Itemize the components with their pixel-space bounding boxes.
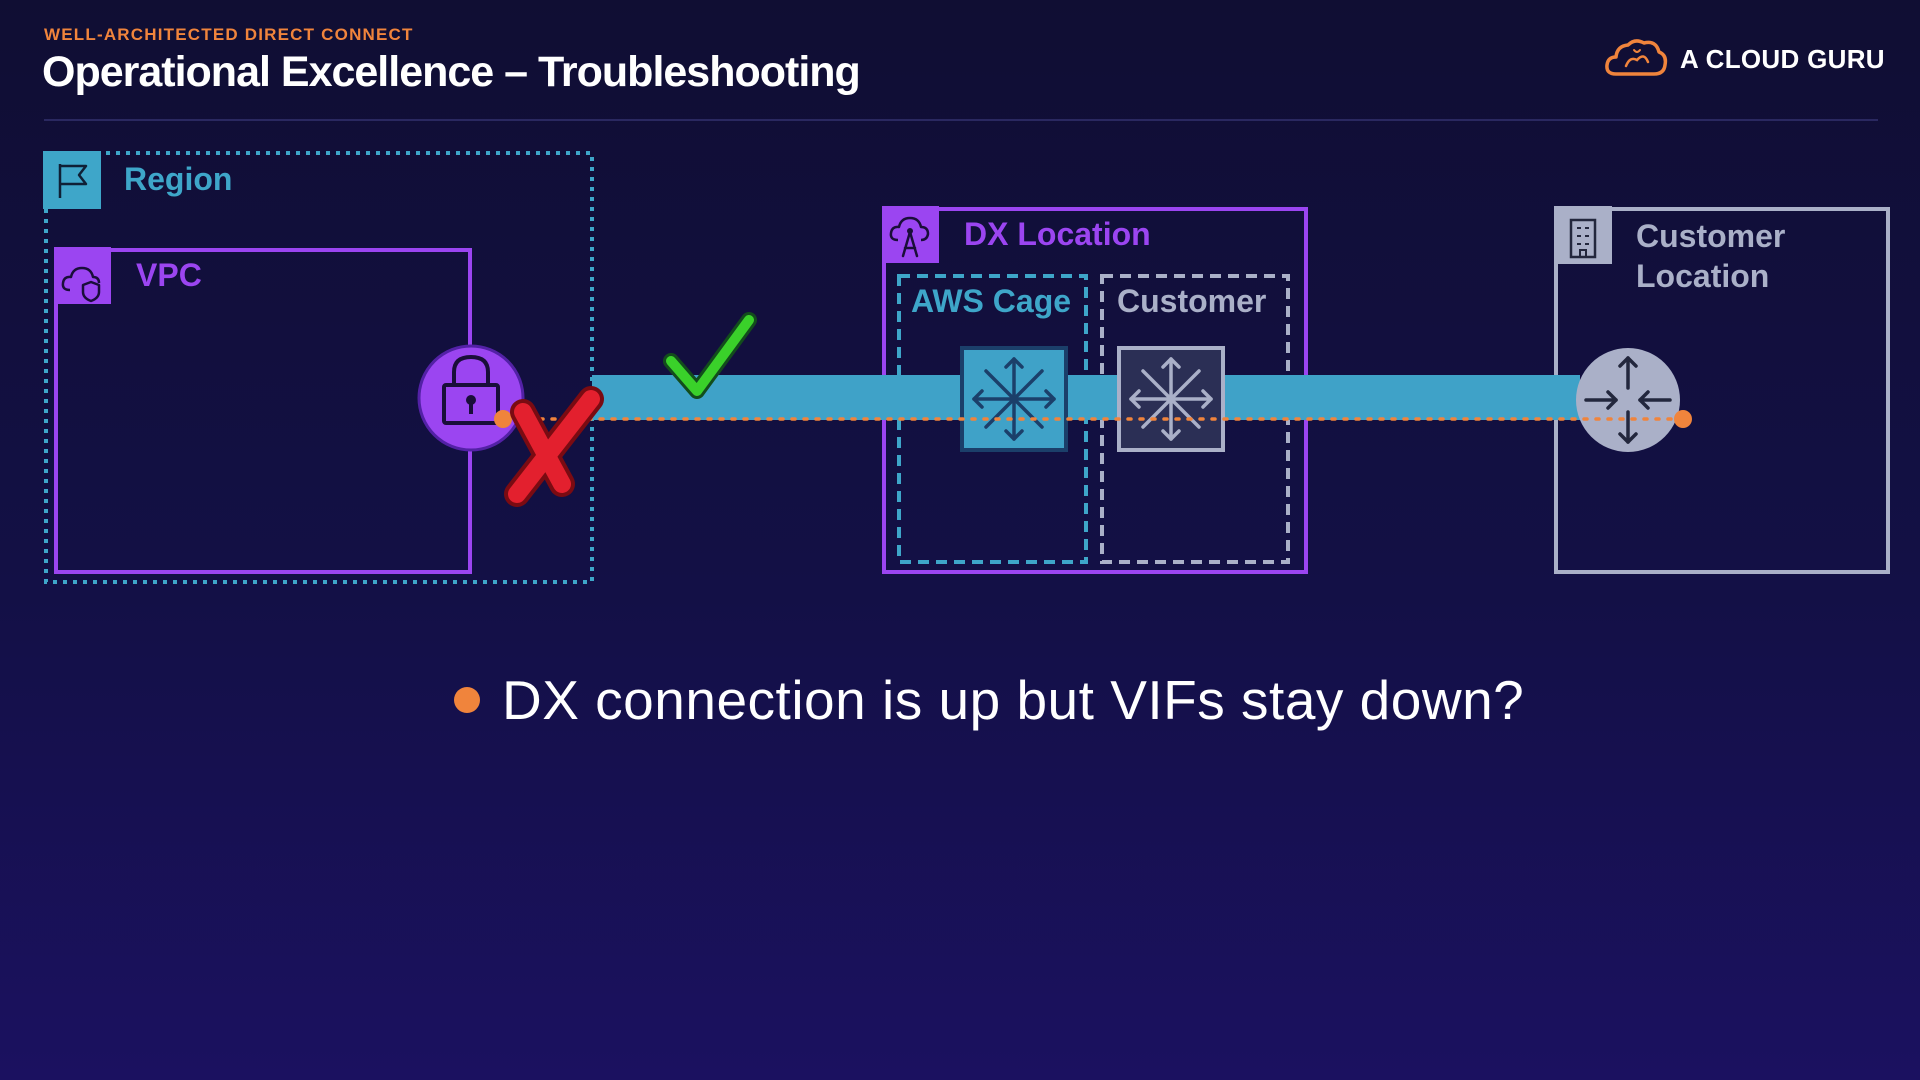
header-divider — [44, 119, 1878, 121]
cross-mark-icon — [504, 386, 604, 507]
slide-title: Operational Excellence – Troubleshooting — [42, 48, 861, 96]
eyebrow-label: WELL-ARCHITECTED DIRECT CONNECT — [44, 25, 414, 44]
bullet-text: DX connection is up but VIFs stay down? — [502, 669, 1525, 731]
cloud-logo-icon — [1605, 39, 1668, 76]
customer-dx-router-icon — [1117, 346, 1225, 452]
dx-physical-link — [592, 375, 1580, 420]
region-boundary — [44, 151, 594, 584]
vpc-label: VPC — [136, 257, 202, 293]
dx-location-label: DX Location — [964, 216, 1151, 252]
cloud-tower-icon — [882, 206, 939, 263]
customer-location-label: Customer Location — [1636, 218, 1786, 294]
vpn-gateway-lock-icon — [417, 344, 525, 452]
vpc-boundary — [54, 248, 472, 574]
building-icon — [1554, 206, 1612, 264]
vif-endpoint-customer — [1674, 410, 1692, 428]
brand-name: A CLOUD GURU — [1680, 44, 1885, 74]
router-icon — [1576, 348, 1680, 452]
flag-icon — [43, 151, 101, 209]
bullet-list-item: DX connection is up but VIFs stay down? — [454, 668, 1524, 732]
aws-cage-label: AWS Cage — [911, 283, 1072, 319]
region-label: Region — [124, 161, 233, 197]
aws-dx-router-icon — [960, 346, 1068, 452]
customer-cage-label: Customer — [1117, 283, 1267, 319]
check-mark-icon — [666, 315, 754, 396]
bullet-dot — [454, 687, 480, 713]
vif-endpoint-aws — [494, 410, 512, 428]
cloud-shield-icon — [54, 247, 111, 304]
